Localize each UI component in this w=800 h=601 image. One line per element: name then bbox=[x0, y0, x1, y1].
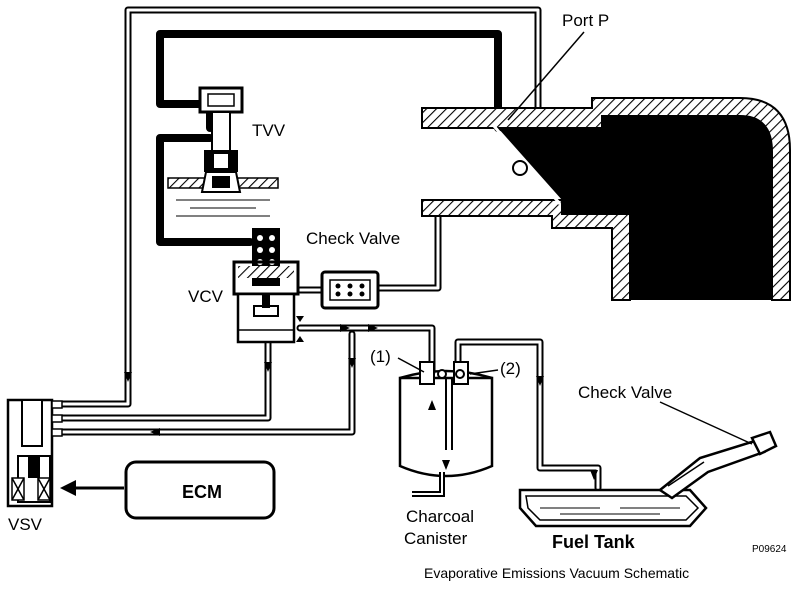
label-ecm: ECM bbox=[182, 482, 222, 502]
intake-manifold bbox=[421, 97, 791, 301]
label-check-valve-upper: Check Valve bbox=[306, 229, 400, 248]
label-ref-code: P09624 bbox=[752, 544, 787, 555]
ecm-box bbox=[124, 460, 276, 520]
ecm-signal-arrow bbox=[60, 480, 124, 496]
label-port-1: (1) bbox=[370, 347, 391, 366]
upper-check-valve bbox=[320, 270, 380, 310]
check-valve-to-intake-hose bbox=[374, 204, 462, 292]
tvv-valve bbox=[167, 86, 279, 217]
vcv-valve bbox=[232, 228, 304, 344]
throttle-shaft bbox=[512, 160, 528, 176]
label-vcv: VCV bbox=[188, 287, 224, 306]
label-charcoal: Charcoal bbox=[406, 507, 474, 526]
fuel-tank bbox=[518, 430, 778, 528]
charcoal-canister bbox=[398, 361, 494, 497]
vsv-valve bbox=[6, 398, 63, 508]
label-tvv: TVV bbox=[252, 121, 286, 140]
label-canister: Canister bbox=[404, 529, 468, 548]
label-port-p: Port P bbox=[562, 11, 609, 30]
label-check-valve-tank: Check Valve bbox=[578, 383, 672, 402]
label-fuel-tank: Fuel Tank bbox=[552, 532, 636, 552]
label-vsv: VSV bbox=[8, 515, 43, 534]
tvv-to-vcv-hose bbox=[156, 134, 254, 246]
label-port-2: (2) bbox=[500, 359, 521, 378]
caption: Evaporative Emissions Vacuum Schematic bbox=[424, 565, 689, 581]
